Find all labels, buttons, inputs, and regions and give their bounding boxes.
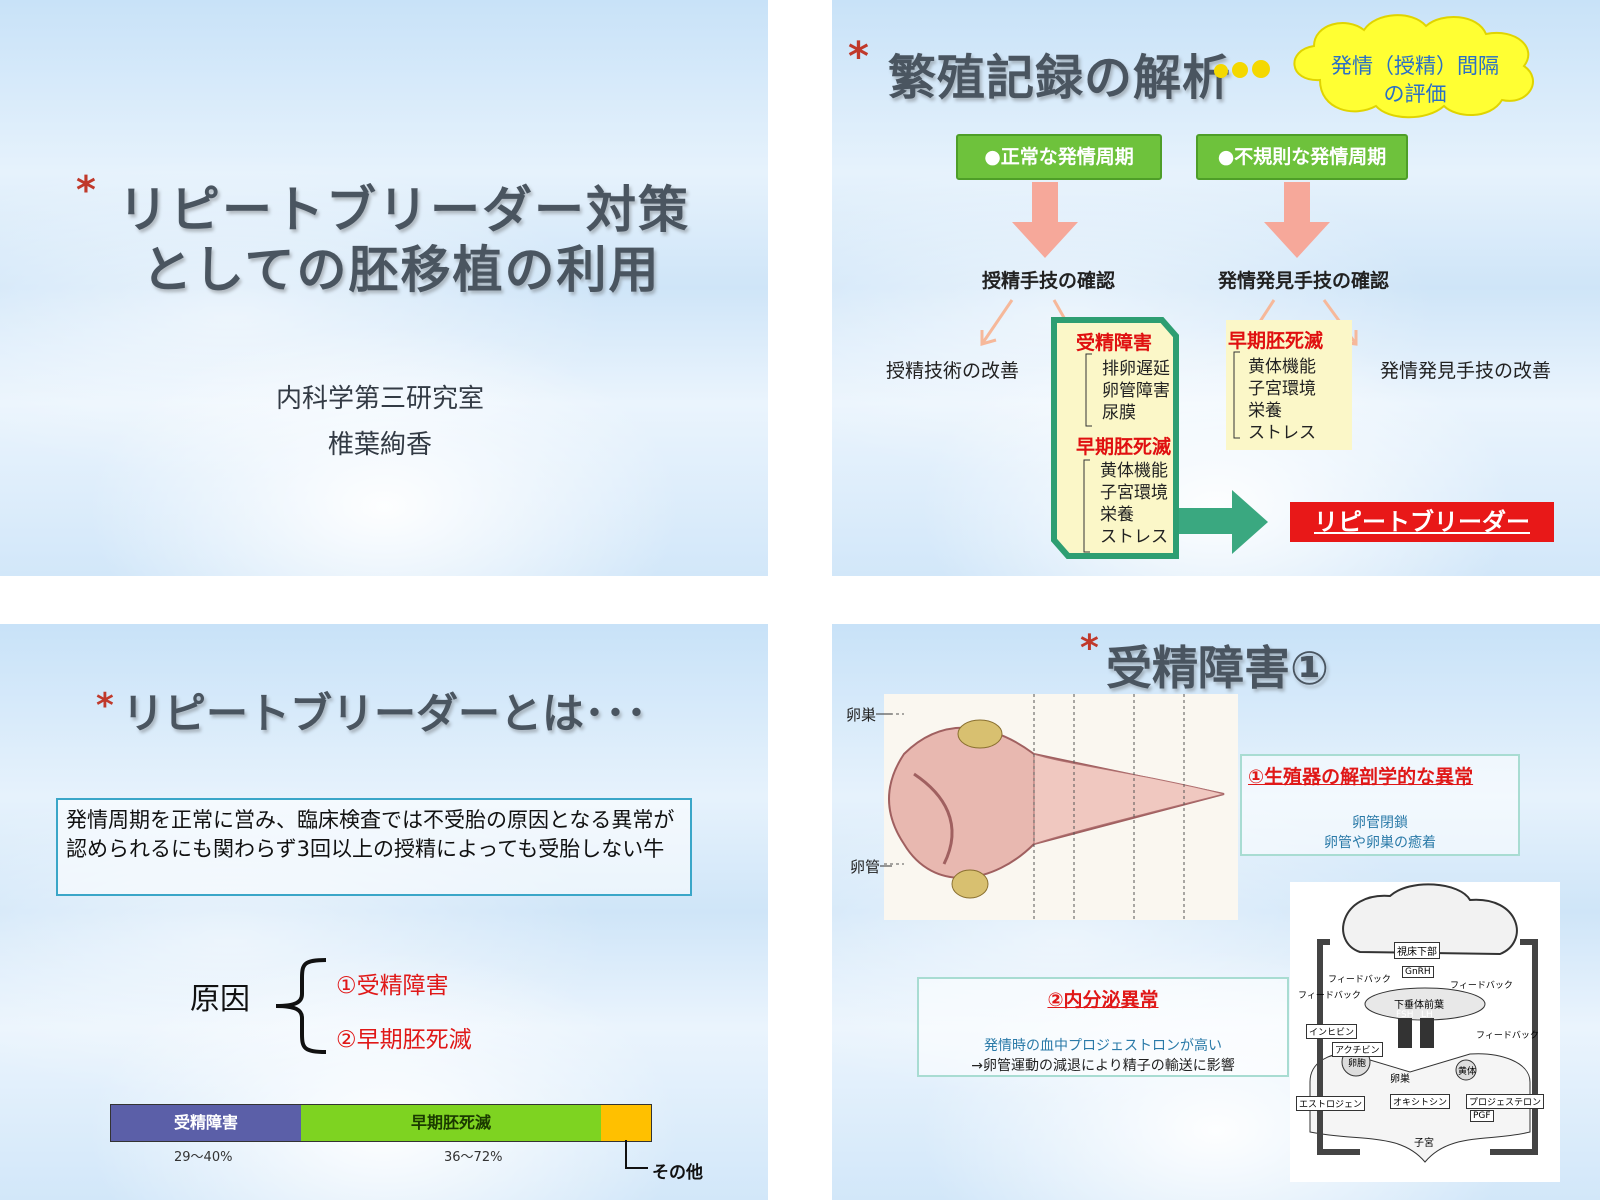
bar-segment-embryonic-death: 早期胚死滅: [301, 1105, 601, 1141]
feedback-label: フィードバック: [1450, 981, 1513, 991]
fsh-label: FSH: [1396, 1010, 1414, 1020]
fert-range-label: 29～40%: [174, 1150, 233, 1165]
list-item: ストレス: [1248, 423, 1316, 443]
ovary-diagram-label: 卵巣: [1390, 1074, 1410, 1085]
reproductive-tract-illustration: [884, 694, 1238, 920]
early-embryonic-death-heading: 早期胚死滅: [1076, 436, 1172, 458]
list-item: ストレス: [1100, 527, 1168, 547]
asterisk-bullet-icon: *: [1080, 628, 1099, 669]
list-item: 子宮環境: [1248, 379, 1316, 399]
definition-box: 発情周期を正常に営み、臨床検査では不受胎の原因となる異常が認められるにも関わらず…: [56, 798, 692, 896]
activin-label: アクチビン: [1332, 1042, 1383, 1057]
department-name: 内科学第三研究室: [275, 384, 484, 414]
endocrine-abnormality-box: ②内分泌異常 発情時の血中プロジェストロンが高い →卵管運動の減退により精子の輸…: [917, 977, 1289, 1077]
uterus-illustration-icon: [884, 694, 1238, 920]
slide1-title-line1: リピートブリーダー対策: [118, 181, 690, 239]
cloud-line1: 発情（授精）間隔: [1331, 54, 1499, 78]
down-arrow-icon: [1012, 182, 1078, 258]
list-item: 栄養: [1248, 401, 1282, 421]
list-item: 排卵遅延: [1102, 359, 1170, 379]
down-arrow-icon: [1264, 182, 1330, 258]
dot-icon: [1252, 60, 1270, 78]
cause-item: ①受精障害: [336, 973, 449, 999]
asterisk-bullet-icon: *: [76, 168, 96, 212]
slide2-title: 繁殖記録の解析: [888, 50, 1232, 106]
feedback-label: フィードバック: [1298, 991, 1361, 1001]
hormone-feedback-diagram: 視床下部 GnRH 下垂体前葉 フィードバック フィードバック フィードバック …: [1290, 882, 1560, 1182]
right-cause-box: [1226, 320, 1352, 450]
slide-repeat-breeder-definition: * リピートブリーダーとは･･･ 発情周期を正常に営み、臨床検査では不受胎の原因…: [0, 624, 768, 1200]
feedback-label: フィードバック: [1328, 975, 1391, 985]
list-item: 子宮環境: [1100, 483, 1168, 503]
asterisk-bullet-icon: *: [96, 686, 114, 726]
progesterone-label: プロジェステロン: [1466, 1094, 1545, 1109]
list-item: 黄体機能: [1100, 461, 1168, 481]
dot-icon: [1214, 64, 1228, 78]
improve-insemination-label: 授精技術の改善: [886, 360, 1020, 382]
pgf-label: PGF: [1470, 1110, 1494, 1122]
cause-label: 原因: [190, 982, 250, 1017]
slide-title: * リピートブリーダー対策 としての胚移植の利用 内科学第三研究室 椎葉絢香: [0, 0, 768, 576]
corpus-luteum-label: 黄体: [1458, 1067, 1477, 1077]
ovary-label: 卵巣: [846, 706, 877, 724]
lh-label: LH: [1421, 1010, 1433, 1020]
anatomical-line2: 卵管や卵巣の癒着: [1324, 835, 1436, 851]
anatomical-abnormality-box: ①生殖器の解剖学的な異常 卵管閉鎖 卵管や卵巣の癒着: [1240, 754, 1520, 856]
endocrine-heading: ②内分泌異常: [1047, 989, 1159, 1011]
cloud-shape-icon: [1293, 14, 1534, 119]
ed-range-label: 36～72%: [444, 1150, 503, 1165]
oxytocin-label: オキシトシン: [1390, 1094, 1451, 1109]
check-estrus-label: 発情発見手技の確認: [1218, 270, 1390, 292]
slide3-title: リピートブリーダーとは･･･: [122, 689, 648, 738]
bar-segment-fertilization: 受精障害: [111, 1105, 301, 1141]
list-item: 卵管障害: [1102, 381, 1170, 401]
other-label: その他: [652, 1163, 703, 1183]
right-arrow-icon: [1168, 490, 1268, 554]
slide1-title-line2: としての胚移植の利用: [142, 241, 661, 299]
slide4-title: 受精障害①: [1106, 641, 1329, 695]
oviduct-label: 卵管: [850, 858, 881, 876]
repeat-breeder-result: リピートブリーダー: [1290, 502, 1554, 542]
list-item: 栄養: [1100, 505, 1134, 525]
gnrh-label: GnRH: [1402, 966, 1434, 978]
feedback-label: フィードバック: [1476, 1031, 1539, 1041]
cloud-callout: 発情（授精）間隔 の評価: [1290, 52, 1540, 108]
flow-arrows: [980, 182, 1358, 559]
cloud-line2: の評価: [1383, 82, 1447, 106]
pituitary-label: 下垂体前葉: [1394, 1000, 1444, 1011]
anatomical-line1: 卵管閉鎖: [1352, 815, 1408, 831]
check-insemination-label: 授精手技の確認: [982, 270, 1116, 292]
asterisk-bullet-icon: *: [848, 34, 869, 80]
dot-icon: [1232, 62, 1248, 78]
author-name: 椎葉絢香: [327, 430, 432, 460]
follicle-label: 卵胞: [1348, 1059, 1367, 1069]
curly-brace-icon: [275, 958, 327, 1054]
anatomical-heading: ①生殖器の解剖学的な異常: [1248, 766, 1474, 788]
bar-segment-other: [601, 1105, 651, 1141]
list-item: 尿膜: [1102, 403, 1136, 423]
fertilization-failure-heading: 受精障害: [1076, 332, 1153, 354]
inhibin-label: インヒビン: [1306, 1024, 1358, 1039]
early-embryonic-death-heading: 早期胚死滅: [1228, 330, 1324, 352]
endocrine-line1: 発情時の血中プロジェストロンが高い: [984, 1038, 1222, 1054]
proportion-bar: 受精障害 早期胚死滅: [110, 1104, 652, 1142]
endocrine-line2: →卵管運動の減退により精子の輸送に影響: [971, 1058, 1235, 1074]
list-item: 黄体機能: [1248, 357, 1316, 377]
slide-fertilization-failure: * 受精障害① 卵巣 卵管 ①生殖器の解剖学的な異常 卵管閉鎖: [832, 624, 1600, 1200]
cause-item: ②早期胚死滅: [336, 1027, 472, 1053]
uterus-label: 子宮: [1414, 1138, 1434, 1149]
estrogen-label: エストロジェン: [1296, 1096, 1366, 1111]
hypothalamus-label: 視床下部: [1394, 942, 1440, 959]
irregular-cycle-box: ●不規則な発情周期: [1196, 134, 1408, 180]
normal-cycle-box: ●正常な発情周期: [956, 134, 1162, 180]
slide-breeding-analysis: * 繁殖記録の解析 発情（授精）間隔 の評価 ●正常な発情周期 ●不規則な発情周…: [832, 0, 1600, 576]
improve-estrus-label: 発情発見手技の改善: [1380, 360, 1552, 382]
